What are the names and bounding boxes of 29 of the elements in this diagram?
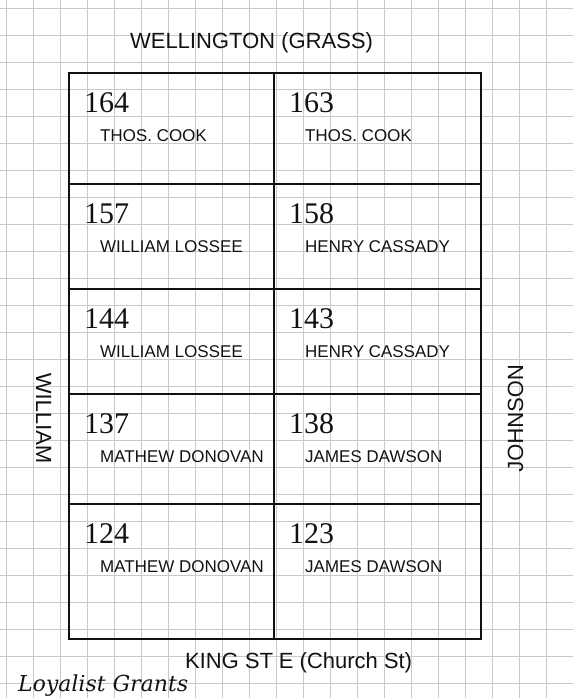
- owner-name: HENRY CASSADY: [305, 237, 451, 257]
- lot-number: 123: [289, 517, 334, 551]
- lot-number: 163: [289, 86, 334, 120]
- owner-name: MATHEW DONOVAN: [100, 447, 265, 467]
- lot-number: 144: [84, 302, 129, 336]
- lot-number: 138: [289, 407, 334, 441]
- lot-cell: [68, 503, 275, 640]
- lot-number: 164: [84, 86, 129, 120]
- owner-name: WILLIAM LOSSEE: [100, 342, 244, 362]
- owner-name: THOS. COOK: [305, 126, 413, 146]
- owner-name: JAMES DAWSON: [305, 447, 444, 467]
- owner-name: THOS. COOK: [100, 126, 208, 146]
- owner-name: WILLIAM LOSSEE: [100, 237, 244, 257]
- street-name: JOHNSON: [502, 364, 529, 472]
- lot-number: 137: [84, 407, 129, 441]
- map-caption: Loyalist Grants: [18, 672, 188, 697]
- lot-number: 157: [84, 197, 129, 231]
- lot-cell: [273, 503, 482, 640]
- street-name: WILLIAM: [30, 372, 56, 464]
- lot-cell: [68, 72, 275, 185]
- owner-name: JAMES DAWSON: [305, 557, 444, 577]
- owner-name: HENRY CASSADY: [305, 342, 451, 362]
- lot-cell: [273, 72, 482, 185]
- owner-name: MATHEW DONOVAN: [100, 557, 265, 577]
- lot-number: 124: [84, 517, 129, 551]
- lot-number: 143: [289, 302, 334, 336]
- street-name: WELLINGTON (GRASS): [130, 28, 373, 54]
- street-name: KING ST E (Church St): [185, 648, 412, 674]
- lot-number: 158: [289, 197, 334, 231]
